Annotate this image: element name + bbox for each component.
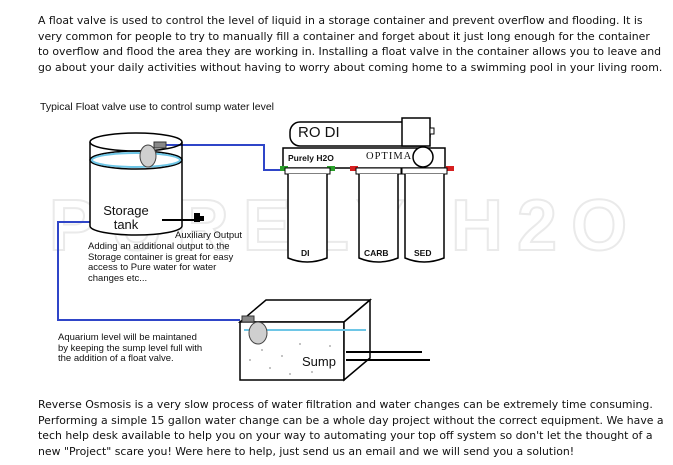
canister-sed [401, 167, 448, 263]
canister-carb [355, 167, 402, 263]
aquarium-note: Aquarium level will be maintaned by keep… [58, 332, 203, 364]
diagram-caption: Typical Float valve use to control sump … [40, 101, 275, 113]
auxiliary-output-fitting [162, 213, 204, 222]
ro-unit-title: RO DI [298, 124, 340, 141]
auxiliary-output-title: Auxiliary Output [175, 230, 243, 241]
canister-label-sed: SED [414, 248, 432, 258]
storage-tank [89, 132, 183, 236]
canister-label-carb: CARB [364, 248, 389, 258]
float-valve-icon [139, 141, 167, 168]
storage-tank-label: Storage tank [103, 203, 149, 232]
ro-unit-brand: Purely H2O [288, 153, 334, 163]
ro-unit-model: OPTIMA [366, 151, 413, 162]
water-lines [57, 144, 283, 321]
sump-float-valve-icon [241, 315, 268, 345]
sump-label: Sump [302, 354, 336, 369]
canister-label-di: DI [301, 248, 310, 258]
outro-paragraph: Reverse Osmosis is a very slow process o… [38, 398, 664, 458]
auxiliary-output-description: Adding an additional output to the Stora… [88, 241, 234, 284]
canister-di [284, 167, 331, 263]
intro-paragraph: A float valve is used to control the lev… [38, 14, 663, 74]
ro-di-unit [280, 117, 454, 263]
sump-tank [237, 298, 430, 382]
